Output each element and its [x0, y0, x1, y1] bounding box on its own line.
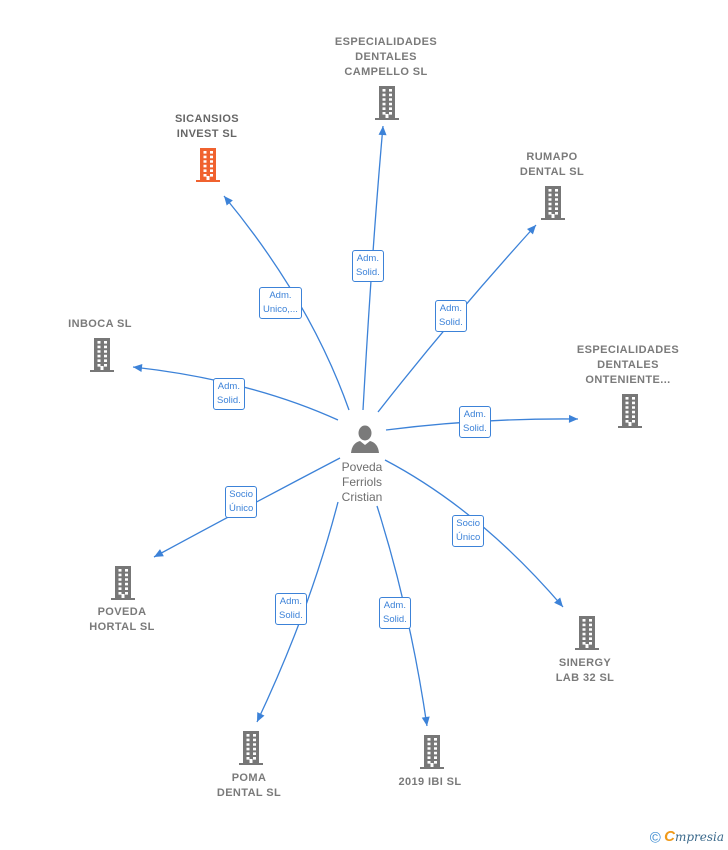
arrowhead-icon: [133, 364, 143, 372]
building-icon: [541, 186, 565, 220]
text-line: Adm.: [383, 600, 406, 611]
building-icon: [575, 616, 599, 650]
text-line: Socio: [229, 489, 254, 500]
company-node-sicansios[interactable]: [191, 147, 225, 183]
arrowhead-icon: [527, 225, 536, 235]
text-line: Adm.: [269, 290, 292, 301]
text-line: Solid.: [217, 395, 241, 406]
text-line: RUMAPO: [526, 151, 578, 163]
text-line: Solid.: [356, 267, 380, 278]
arrowhead-icon: [154, 549, 164, 557]
text-line: Adm.: [279, 596, 302, 607]
person-icon: [351, 425, 379, 453]
company-name-ibi[interactable]: 2019 IBI SL: [360, 775, 500, 790]
building-icon: [196, 148, 220, 182]
center-person-node[interactable]: [350, 424, 380, 454]
text-line: 2019 IBI SL: [398, 776, 462, 788]
text-line: Socio: [456, 518, 481, 529]
relation-label-poma[interactable]: Adm. Solid.: [275, 593, 307, 625]
text-line: Adm.: [217, 381, 240, 392]
text-line: Solid.: [383, 614, 407, 625]
relation-label-ibi[interactable]: Adm. Solid.: [379, 597, 411, 629]
arrowhead-icon: [554, 597, 563, 607]
text-line: POMA: [231, 772, 267, 784]
building-icon: [90, 338, 114, 372]
company-node-poma[interactable]: [234, 730, 268, 766]
text-line: ESPECIALIDADES: [576, 344, 680, 356]
text-line: Único: [456, 532, 481, 543]
company-node-poveda-hortal[interactable]: [106, 565, 140, 601]
company-node-especialidades-campello[interactable]: [370, 85, 404, 121]
text-line: ONTENIENTE...: [585, 374, 671, 386]
text-line: LAB 32 SL: [555, 672, 615, 684]
text-line: HORTAL SL: [89, 621, 155, 633]
text-line: DENTALES: [597, 359, 659, 371]
company-node-rumapo[interactable]: [536, 185, 570, 221]
company-name-inboca[interactable]: INBOCA SL: [30, 317, 170, 332]
text-line: POVEDA: [97, 606, 147, 618]
company-name-poveda-hortal[interactable]: POVEDA HORTAL SL: [52, 605, 192, 635]
company-name-especialidades-onteniente[interactable]: ESPECIALIDADES DENTALES ONTENIENTE...: [558, 343, 698, 388]
text-line: Solid.: [279, 610, 303, 621]
text-line: DENTAL SL: [519, 166, 585, 178]
company-name-sicansios[interactable]: SICANSIOS INVEST SL: [137, 112, 277, 142]
text-line: Cristian: [341, 490, 383, 504]
building-icon: [420, 735, 444, 769]
text-line: Solid.: [439, 317, 463, 328]
building-icon: [375, 86, 399, 120]
relation-label-especialidades-campello[interactable]: Adm. Solid.: [352, 250, 384, 282]
company-name-sinergy[interactable]: SINERGY LAB 32 SL: [515, 656, 655, 686]
empresia-brand[interactable]: © Cmpresia: [650, 828, 724, 846]
relation-label-rumapo[interactable]: Adm. Solid.: [435, 300, 467, 332]
text-line: CAMPELLO SL: [344, 66, 428, 78]
text-line: Ferriols: [341, 475, 382, 489]
company-node-especialidades-onteniente[interactable]: [613, 393, 647, 429]
relation-label-sicansios[interactable]: Adm. Unico,...: [259, 287, 302, 319]
arrowhead-icon: [421, 716, 430, 726]
brand-logo-letter: C: [664, 827, 675, 845]
arrowhead-icon: [568, 414, 578, 423]
text-line: SICANSIOS: [174, 113, 240, 125]
company-node-ibi[interactable]: [415, 734, 449, 770]
copyright-icon: ©: [649, 829, 661, 846]
arrowhead-icon: [257, 712, 265, 722]
arrowhead-icon: [224, 196, 233, 206]
text-line: Adm.: [463, 409, 486, 420]
brand-name: mpresia: [674, 829, 724, 844]
company-node-sinergy[interactable]: [570, 615, 604, 651]
text-line: SINERGY: [558, 657, 612, 669]
text-line: Único: [229, 503, 254, 514]
text-line: INBOCA SL: [68, 318, 132, 330]
arrowhead-icon: [378, 126, 387, 136]
text-line: DENTALES: [355, 51, 417, 63]
text-line: INVEST SL: [176, 128, 238, 140]
building-icon: [111, 566, 135, 600]
relation-label-inboca[interactable]: Adm. Solid.: [213, 378, 245, 410]
company-name-especialidades-campello[interactable]: ESPECIALIDADES DENTALES CAMPELLO SL: [316, 35, 456, 80]
building-icon: [618, 394, 642, 428]
building-icon: [239, 731, 263, 765]
company-name-poma[interactable]: POMA DENTAL SL: [179, 771, 319, 801]
text-line: Adm.: [356, 253, 379, 264]
text-line: DENTAL SL: [216, 787, 282, 799]
company-name-rumapo[interactable]: RUMAPO DENTAL SL: [482, 150, 622, 180]
text-line: ESPECIALIDADES: [334, 36, 438, 48]
relation-label-especialidades-onteniente[interactable]: Adm. Solid.: [459, 406, 491, 438]
text-line: Unico,...: [263, 304, 298, 315]
text-line: Poveda: [341, 460, 383, 474]
company-node-inboca[interactable]: [85, 337, 119, 373]
text-line: Solid.: [463, 423, 487, 434]
text-line: Adm.: [439, 303, 462, 314]
